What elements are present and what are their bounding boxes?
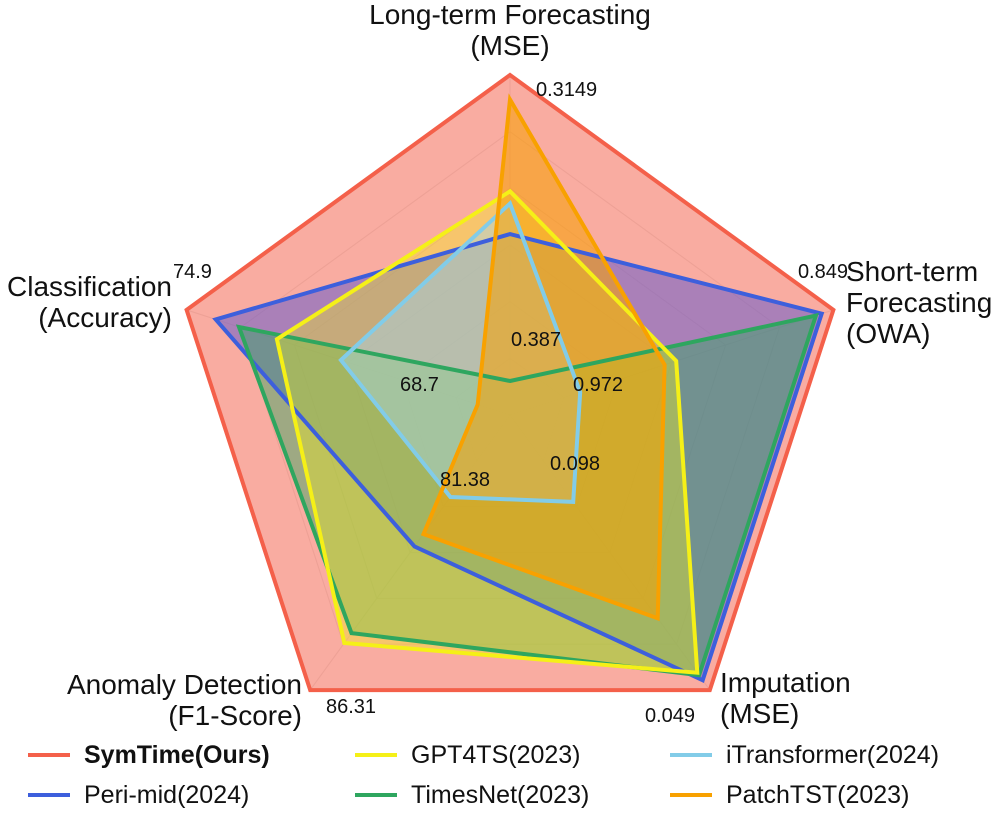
axis-title-ad-line-1: (F1-Score) — [168, 700, 302, 731]
axis-outer-label-ad: 86.31 — [326, 696, 376, 718]
legend-label-2: TimesNet(2023) — [411, 781, 589, 809]
legend-label-0: SymTime(Ours) — [84, 741, 270, 769]
labels-layer: 0.3149 0.387 0.849 0.972 0.049 0.098 86.31 81.3… — [7, 0, 992, 731]
axis-title-lt-line-0: Long-term Forecasting — [369, 0, 651, 30]
axis-outer-label-cls: 74.9 — [173, 261, 212, 283]
axis-title-imp-line-0: Imputation — [720, 667, 851, 698]
axis-outer-label-st: 0.849 — [798, 261, 848, 283]
axis-inner-label-lt: 0.387 — [511, 329, 561, 351]
legend-label-1: Peri-mid(2024) — [84, 781, 249, 809]
axis-title-cls-line-1: (Accuracy) — [38, 302, 172, 333]
series-area-5 — [423, 99, 665, 619]
axis-title-st-line-2: (OWA) — [846, 318, 931, 349]
axis-title-imp-line-1: (MSE) — [720, 698, 799, 729]
legend-label-5: PatchTST(2023) — [726, 781, 909, 809]
axis-inner-label-imp: 0.098 — [550, 453, 600, 475]
legend: SymTime(Ours) GPT4TS(2023) iTransformer(20… — [28, 741, 939, 809]
axis-outer-label-imp: 0.049 — [645, 705, 695, 727]
series-layer — [184, 72, 836, 693]
axis-title-ad-line-0: Anomaly Detection — [67, 669, 302, 700]
axis-title-st-line-1: Forecasting — [846, 287, 992, 318]
axis-title-cls-line-0: Classification — [7, 271, 172, 302]
axis-title-lt-line-1: (MSE) — [470, 30, 549, 61]
series-line-5 — [420, 93, 667, 622]
series-line-3 — [274, 188, 700, 675]
legend-label-3: GPT4TS(2023) — [411, 741, 581, 769]
axis-inner-label-st: 0.972 — [573, 374, 623, 396]
axis-inner-label-cls: 68.7 — [400, 374, 439, 396]
axis-title-st-line-0: Short-term — [846, 256, 978, 287]
axis-outer-label-lt: 0.3149 — [536, 79, 597, 101]
series-line-4 — [338, 200, 583, 504]
series-line-1 — [212, 232, 825, 683]
legend-label-4: iTransformer(2024) — [726, 741, 939, 769]
series-line-0 — [184, 72, 836, 693]
axis-inner-label-ad: 81.38 — [440, 469, 490, 491]
